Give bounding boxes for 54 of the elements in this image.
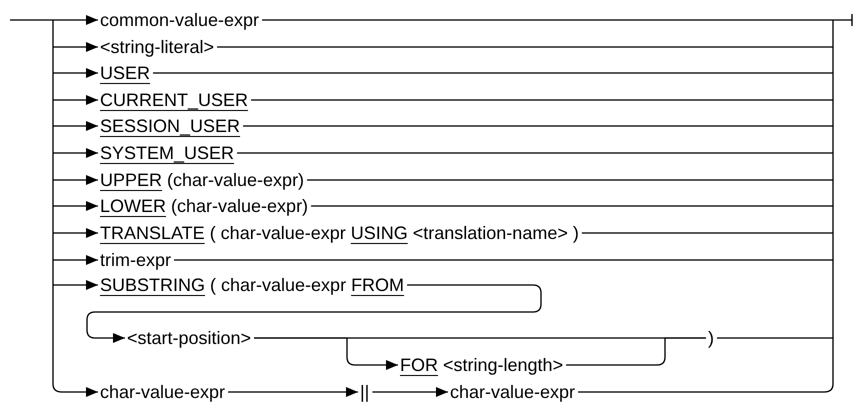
syntax-term: (char-value-expr) [171,195,308,218]
arrow [53,148,98,158]
keyword: SYSTEM_USER [100,142,234,165]
syntax-term: char-value-expr [450,381,576,404]
connector-line [307,179,833,181]
syntax-term: trim-expr [100,249,171,272]
syntax-term: || [360,381,370,404]
connector-line [262,19,833,21]
arrow [53,228,98,238]
arrow [53,95,98,105]
connector-line [153,72,833,74]
connector-line [311,205,833,207]
arrow [53,121,98,131]
syntax-term: <translation-name> ) [412,222,579,245]
arrow [53,175,98,185]
arrow [228,387,358,397]
keyword: USING [350,222,408,245]
arrow [52,384,98,397]
arrow [53,255,98,265]
keyword: LOWER [100,195,166,218]
keyword: CURRENT_USER [100,89,248,112]
arrow [53,201,98,211]
arrow [254,337,398,370]
keyword: FROM [351,274,404,297]
connector-line [237,152,833,154]
arrow [53,280,98,290]
connector-line [251,99,833,101]
arrow [86,284,542,343]
connector-line [582,232,833,234]
syntax-term: ) [708,327,714,350]
connector-line [717,337,833,339]
connector-line [566,337,706,366]
arrow [372,387,448,397]
keyword: TRANSLATE [100,222,205,245]
connector-line [174,259,833,261]
syntax-term: char-value-expr [100,381,226,404]
syntax-term: ( char-value-expr [210,222,346,245]
syntax-term: ( char-value-expr [210,274,346,297]
syntax-term: (char-value-expr) [167,169,304,192]
keyword: SESSION_USER [100,115,240,138]
syntax-term: common-value-expr [100,9,260,32]
syntax-term: <string-literal> [100,36,214,59]
keyword: FOR [400,354,438,377]
arrow [53,68,98,78]
keyword: UPPER [100,169,162,192]
syntax-term: <start-position> [127,327,252,350]
arrow [10,15,98,25]
connector-line [217,46,833,48]
keyword: USER [100,62,150,85]
syntax-term: <string-length> [443,354,564,377]
arrow [53,42,98,52]
keyword: SUBSTRING [100,274,206,297]
connector-line [243,125,833,127]
connector-line [578,384,834,393]
